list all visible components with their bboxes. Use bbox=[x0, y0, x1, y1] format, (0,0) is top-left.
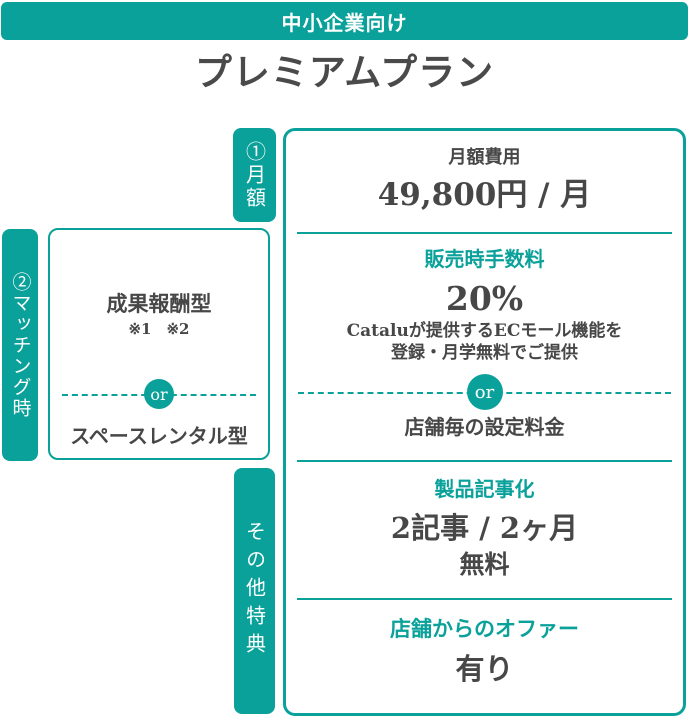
plan-details-box: 月額費用 49,800円 / 月 販売時手数料 20% Cataluが提供するE… bbox=[283, 128, 686, 716]
tab-monthly-fee: ①月額 bbox=[233, 128, 276, 222]
section-divider bbox=[297, 232, 672, 234]
audience-banner: 中小企業向け bbox=[1, 2, 688, 40]
commission-rate: 20% bbox=[445, 279, 524, 318]
section-divider bbox=[297, 460, 672, 462]
matching-options-box: 成果報酬型 ※1 ※2 or スペースレンタル型 bbox=[48, 228, 270, 460]
articles-value-line2: 無料 bbox=[459, 550, 510, 579]
commission-alternative: 店舗毎の設定料金 bbox=[404, 415, 565, 439]
commission-heading: 販売時手数料 bbox=[424, 247, 545, 271]
matching-footnotes: ※1 ※2 bbox=[128, 320, 190, 338]
commission-description-line1: Cataluが提供するECモール機能を bbox=[346, 321, 623, 341]
plan-title: プレミアムプラン bbox=[194, 50, 495, 94]
section-divider bbox=[297, 598, 672, 600]
monthly-fee-value: 49,800円 / 月 bbox=[377, 177, 592, 213]
matching-or-divider: or bbox=[62, 379, 256, 409]
offer-value: 有り bbox=[455, 652, 514, 686]
monthly-fee-heading: 月額費用 bbox=[448, 147, 521, 168]
articles-value-line1: 2記事 / 2ヶ月 bbox=[390, 511, 579, 545]
tab-matching-time: ②マッチング時 bbox=[2, 229, 38, 461]
commission-or-divider: or bbox=[298, 374, 671, 410]
matching-option-bottom: スペースレンタル型 bbox=[70, 424, 248, 448]
commission-description-line2: 登録・月学無料でご提供 bbox=[391, 343, 578, 363]
offer-heading: 店舗からのオファー bbox=[390, 616, 579, 641]
articles-heading: 製品記事化 bbox=[434, 477, 535, 501]
or-badge: or bbox=[144, 379, 174, 409]
matching-option-top: 成果報酬型 bbox=[106, 291, 212, 316]
tab-other-benefits: その他特典 bbox=[234, 468, 275, 714]
or-badge: or bbox=[466, 374, 503, 410]
